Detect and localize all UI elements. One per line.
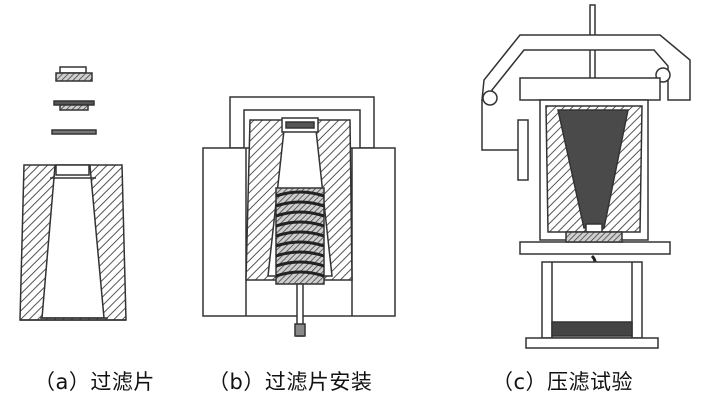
outlet-tube: [294, 283, 306, 337]
caption-b: （b）过滤片安装: [208, 370, 373, 394]
filter-stack: [275, 187, 325, 285]
panel-c-press-filtration: [481, 4, 691, 349]
filter-cap-part: [55, 66, 93, 82]
filter-ring-part: [53, 100, 95, 111]
pressure-cylinder: [519, 77, 671, 255]
clamp-frame: [481, 34, 691, 181]
caption-c: （c）压滤试验: [492, 370, 634, 394]
filter-disc: [51, 129, 97, 135]
panel-a-filter-pieces: [19, 66, 127, 321]
caption-a: （a）过滤片: [34, 370, 155, 394]
panel-b-filter-installation: [202, 96, 396, 337]
collection-cup: [525, 261, 659, 349]
conical-housing: [19, 164, 127, 321]
